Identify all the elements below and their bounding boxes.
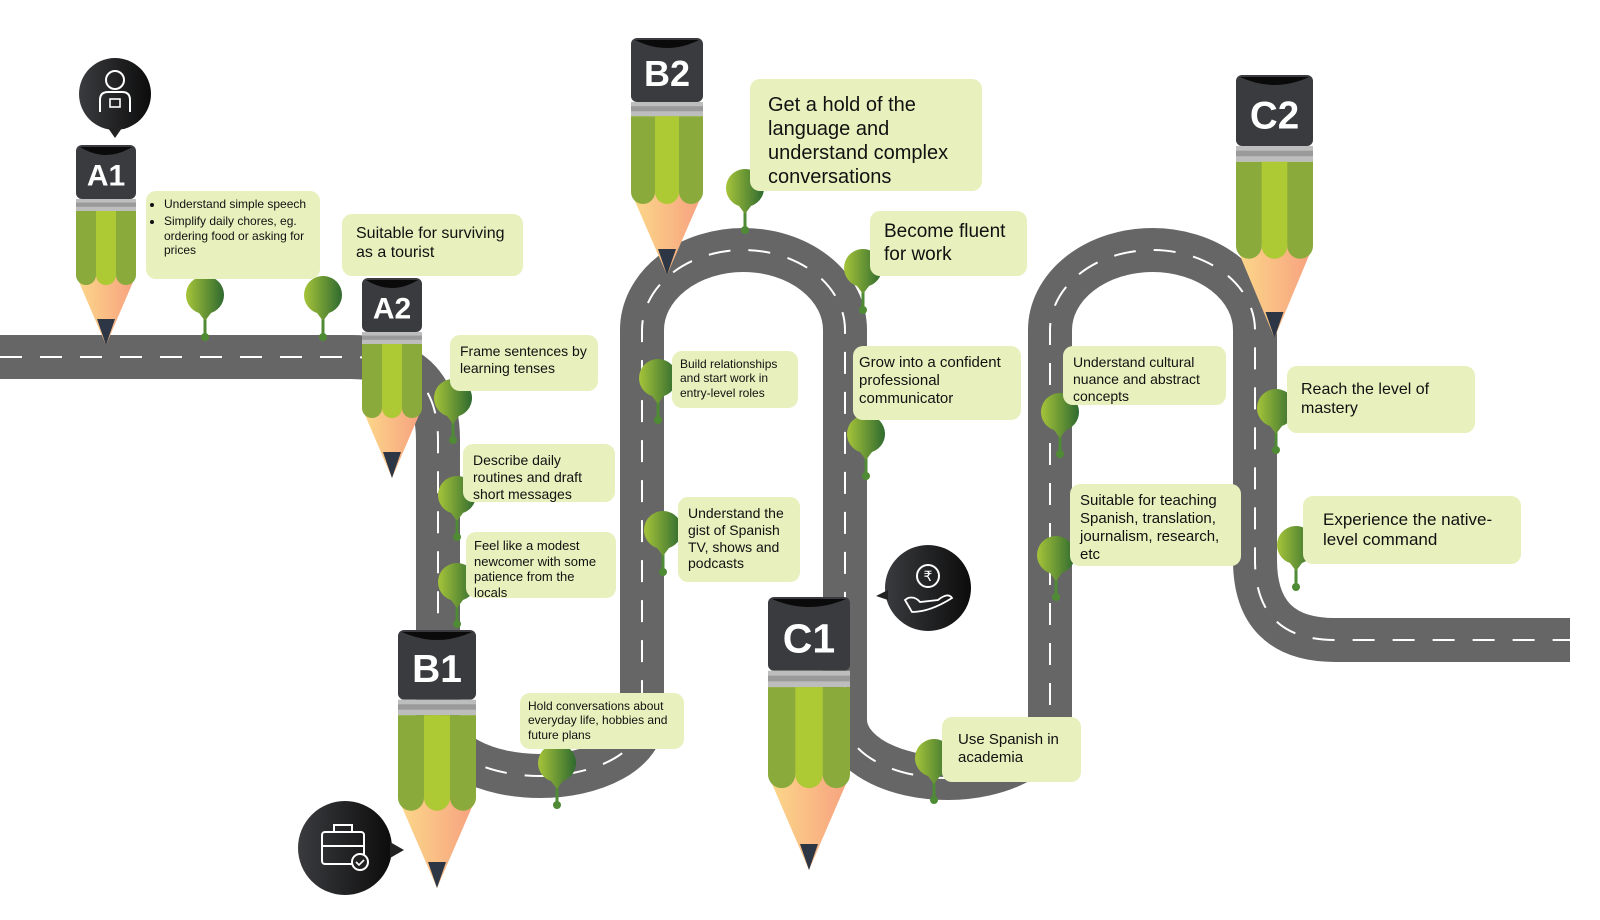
a2-item-box: Frame sentences by learning tenses [450,335,598,391]
briefcase-check-icon [298,801,404,895]
level-label: B1 [412,648,462,691]
rupee-hand-icon: ₹ [876,545,971,631]
pencil-b1: B1 [398,630,476,888]
pencil-c2: C2 [1236,75,1313,338]
pin-marker [185,275,224,341]
a1-bullet: Understand simple speech [164,197,312,211]
level-label: A2 [373,293,411,326]
pencil-a2: A2 [362,278,422,478]
pin-marker [1257,388,1295,454]
b1-item-box: Understand the gist of Spanish TV, shows… [678,497,800,582]
b1-item-box: Hold conversations about everyday life, … [520,693,684,749]
pin-marker [1036,535,1075,601]
svg-text:₹: ₹ [924,569,933,585]
b1-item-box: Build relationships and start work in en… [672,351,798,408]
pin-marker [639,358,677,424]
b2-item-box: Become fluent for work [870,211,1027,276]
c2-item-box: Experience the native-level command [1303,496,1521,564]
c1-item-box: Use Spanish in academia [942,717,1081,782]
level-label: B2 [644,53,690,94]
pin-marker [304,275,342,341]
pencil-b2: B2 [631,38,703,275]
b2-item-box: Grow into a confident professional commu… [853,346,1021,420]
a1-bullet: Simplify daily chores, eg. ordering food… [164,214,312,257]
c2-item-box: Reach the level of mastery [1287,366,1475,433]
level-label: C1 [783,615,835,661]
a1-skills-box: Understand simple speechSimplify daily c… [146,191,320,279]
c1-item-box: Suitable for teaching Spanish, translati… [1070,484,1241,566]
level-label: C2 [1250,94,1299,137]
level-label: A1 [87,160,125,193]
pencil-a1: A1 [76,145,136,345]
pin-marker [846,414,885,480]
pin-marker [538,743,576,809]
pencil-c1: C1 [768,597,850,870]
a1-note-box: Suitable for surviving as a tourist [342,214,523,276]
c1-item-box: Understand cultural nuance and abstract … [1063,346,1226,405]
b2-item-box: Get a hold of the language and understan… [750,79,982,191]
a2-item-box: Describe daily routines and draft short … [463,444,615,502]
person-badge-icon [79,58,151,138]
pin-marker [643,510,682,576]
a2-item-box: Feel like a modest newcomer with some pa… [466,532,616,600]
